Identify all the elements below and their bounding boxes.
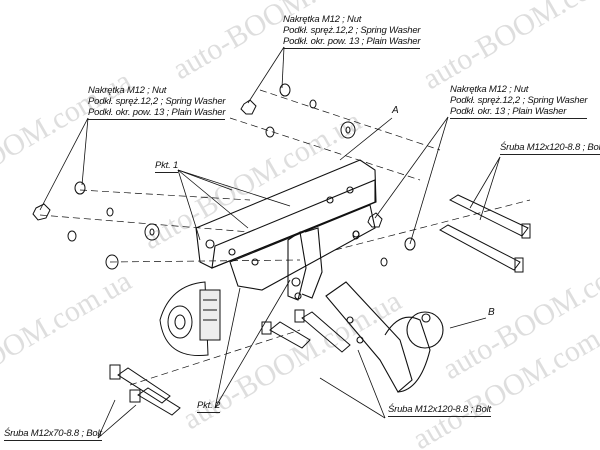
part-label-b: B [488, 307, 495, 318]
callout-bolt-right-top: Śruba M12x120-8.8 ; Bolt [500, 142, 600, 155]
callout-top-nut-group: Nakrętka M12 ; Nut Podkł. spręż.12,2 ; S… [283, 14, 421, 49]
callout-line: Podkł. spręż.12,2 ; Spring Washer [88, 96, 226, 107]
callout-right-nut-group: Nakrętka M12 ; Nut Podkł. spręż.12,2 ; S… [450, 84, 588, 119]
tow-ball-arm [325, 281, 444, 393]
callout-bolt-bottom-center: Śruba M12x120-8.8 ; Bolt [388, 404, 491, 417]
callout-line: Podkł. okr. pow. 13 ; Plain Washer [88, 107, 226, 120]
callout-pkt1: Pkt. 1 [155, 160, 179, 173]
right-fasteners [352, 212, 416, 267]
leader-lines [39, 46, 501, 439]
mounting-bracket [195, 159, 377, 301]
callout-line: Podkł. spręż.12,2 ; Spring Washer [450, 95, 588, 106]
top-fasteners [240, 83, 356, 139]
callout-left-nut-group: Nakrętka M12 ; Nut Podkł. spręż.12,2 ; S… [88, 85, 226, 120]
watermark: auto-BOOM.com.ua [0, 264, 137, 416]
left-fasteners [32, 181, 160, 270]
callout-line: Podkł. spręż.12,2 ; Spring Washer [283, 25, 421, 36]
callout-pkt2: Pkt. 2 [197, 400, 221, 413]
watermark: auto-BOOM.com.ua [137, 104, 367, 256]
callout-bolt-bottom-left: Śruba M12x70-8.8 ; Bolt [4, 428, 102, 441]
callout-line: Nakrętka M12 ; Nut [450, 84, 529, 95]
bolts [109, 194, 531, 416]
part-label-a: A [392, 105, 399, 116]
assembly-axes [39, 89, 531, 386]
callout-line: Podkł. okr. pow. 13 ; Plain Washer [283, 36, 421, 49]
callout-line: Nakrętka M12 ; Nut [283, 14, 362, 25]
watermark: auto-BOOM.com.ua [417, 0, 600, 96]
callout-line: Podkł. okr. 13 ; Plain Washer [450, 106, 588, 119]
callout-line: Nakrętka M12 ; Nut [88, 85, 167, 96]
electrical-socket-plate [159, 281, 221, 357]
